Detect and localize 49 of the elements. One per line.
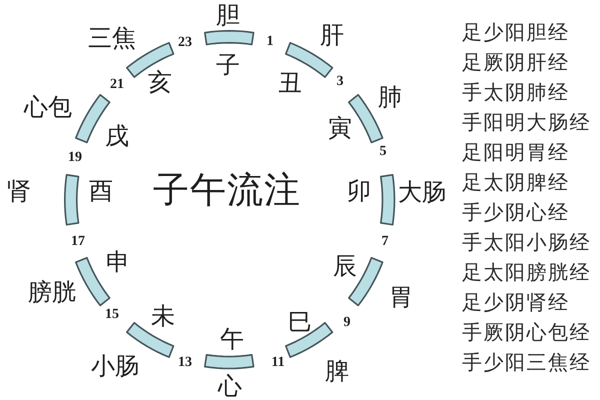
branch-label: 丑: [278, 72, 302, 96]
organ-label: 膀胱: [28, 280, 76, 305]
organ-label: 心: [218, 374, 242, 399]
hour-number: 15: [105, 308, 119, 322]
branch-label: 寅: [328, 116, 352, 141]
organ-label: 肝: [320, 24, 344, 48]
organ-label: 三焦: [88, 27, 136, 51]
branch-label: 酉: [88, 180, 113, 204]
meridian-name: 足少阳胆经: [462, 23, 570, 43]
meridian-name: 手太阴肺经: [462, 83, 570, 103]
hour-number: 1: [266, 35, 274, 49]
hour-number: 17: [71, 235, 85, 249]
branch-label: 亥: [148, 70, 172, 95]
meridian-name: 足厥阴肝经: [462, 53, 570, 73]
branch-label: 卯: [347, 180, 371, 204]
branch-label: 未: [150, 305, 175, 329]
meridian-name: 手厥阴心包经: [462, 323, 591, 343]
hour-number: 23: [178, 36, 192, 50]
hour-number: 21: [110, 78, 124, 92]
meridian-name: 足阳明胃经: [462, 143, 570, 163]
meridian-name: 足太阳膀胱经: [462, 263, 591, 283]
branch-label: 午: [220, 328, 244, 352]
organ-label: 脾: [324, 360, 349, 384]
meridian-name: 手少阳三焦经: [462, 353, 591, 373]
hour-number: 7: [382, 235, 388, 249]
hour-number: 11: [271, 356, 285, 370]
branch-label: 辰: [333, 254, 357, 279]
hour-number: 5: [380, 145, 386, 159]
organ-label: 大肠: [398, 180, 446, 205]
branch-label: 戌: [104, 124, 129, 149]
diagram-title: 子午流注: [153, 172, 301, 208]
organ-label: 小肠: [91, 354, 139, 379]
branch-label: 巳: [288, 310, 312, 335]
organ-label: 胆: [216, 4, 240, 28]
meridian-name: 足少阴肾经: [462, 293, 570, 313]
meridian-name: 足太阴脾经: [462, 173, 570, 193]
meridian-name: 手太阳小肠经: [462, 233, 591, 253]
hour-number: 3: [336, 75, 344, 89]
organ-label: 心包: [24, 96, 72, 120]
branch-label: 申: [106, 250, 130, 275]
hour-number: 9: [344, 316, 350, 330]
hour-number: 13: [178, 356, 192, 370]
organ-label: 胃: [388, 286, 413, 310]
hour-number: 19: [68, 151, 82, 165]
branch-label: 子: [216, 54, 240, 78]
meridian-name: 手阳明大肠经: [462, 113, 591, 133]
meridian-name: 手少阴心经: [462, 203, 570, 223]
organ-label: 肾: [7, 180, 31, 204]
organ-label: 肺: [378, 86, 402, 110]
